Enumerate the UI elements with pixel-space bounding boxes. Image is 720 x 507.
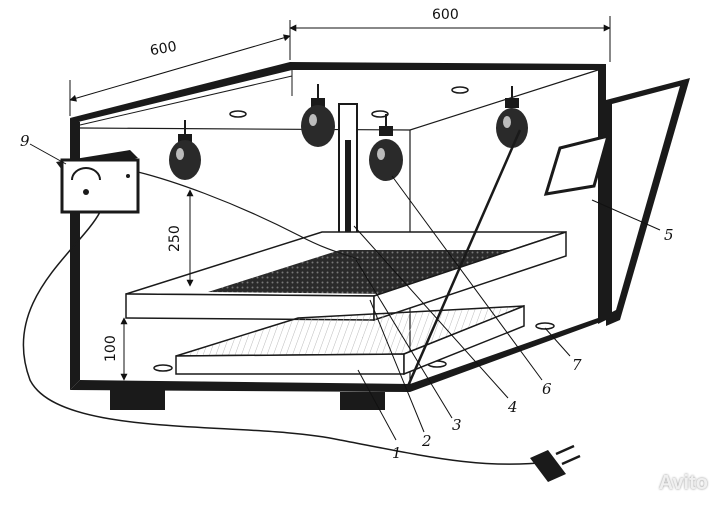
label-part-7: 7 [572,356,582,374]
lamp-center [301,84,335,147]
egg-tray-upper [125,230,567,322]
lamp-left [169,120,201,180]
label-part-3: 3 [452,416,462,434]
lid-rod [406,129,522,387]
plug-icon [530,444,581,482]
label-part-5: 5 [664,226,674,244]
sensor-wire [137,171,361,261]
power-cord [22,211,549,465]
label-part-1: 1 [392,444,402,462]
lamp-right [496,86,528,148]
dim-lamp-height: 250 [167,225,183,252]
leader-lines [29,143,661,441]
watermark: Avito [658,472,708,494]
label-part-9: 9 [20,132,30,150]
thermostat-box [56,150,140,214]
dim-tray-height: 100 [103,335,119,362]
lid-window [543,133,611,196]
lamp-front [369,114,403,181]
label-part-2: 2 [422,432,432,450]
label-part-6: 6 [542,380,552,398]
label-part-4: 4 [508,398,518,416]
lid [543,78,690,326]
dimension-lines [69,16,611,381]
dim-top-width: 600 [432,7,459,23]
